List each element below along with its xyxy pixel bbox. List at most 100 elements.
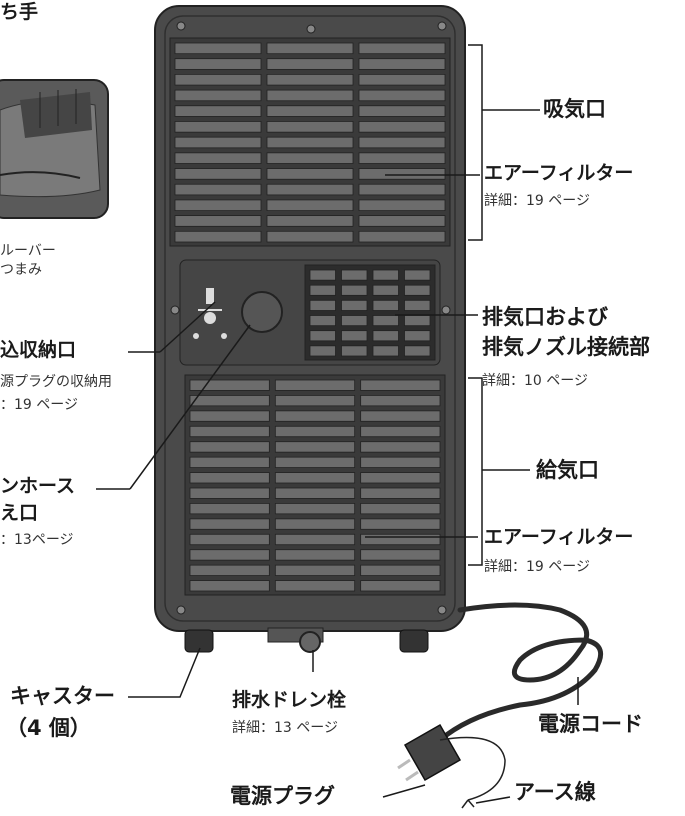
power-cord-label: 電源コード <box>538 712 643 736</box>
grille-slat <box>274 580 356 592</box>
grille-slat <box>360 487 441 499</box>
grille-slat <box>360 472 441 484</box>
grille-slat <box>174 121 262 133</box>
grille-slat <box>309 269 336 281</box>
grille-slat <box>358 183 446 196</box>
louver-knob-label-1: ルーバー <box>0 243 56 259</box>
exhaust-ref: 詳細：10 ページ <box>482 373 588 389</box>
grille-slat <box>266 168 354 180</box>
grille-slat <box>274 441 356 453</box>
grille-slat <box>174 230 262 243</box>
handle-label: ち手 <box>0 1 39 23</box>
grille-slat <box>274 472 356 484</box>
grille-slat <box>360 379 441 391</box>
plug-storage-icon <box>193 288 227 339</box>
middle-panel <box>179 259 441 366</box>
grille-slat <box>189 395 270 407</box>
grille-slat <box>358 215 446 227</box>
grille-slat <box>189 441 270 453</box>
grille-slat <box>274 379 356 391</box>
grille-slat <box>360 456 441 468</box>
grille-slat <box>274 487 356 499</box>
grille-slat <box>360 580 441 592</box>
drain-hose-label-1: ンホース <box>0 475 76 497</box>
ground-wire-label: アース線 <box>514 780 596 804</box>
grille-slat <box>341 284 368 296</box>
grille-slat <box>358 89 446 102</box>
grille-slat <box>266 89 354 102</box>
grille-slat <box>372 330 399 342</box>
grille-slat <box>358 105 446 117</box>
plug-storage-label: 込収納口 <box>0 339 77 361</box>
plug-storage-note: 源プラグの収納用 <box>0 374 112 390</box>
grille-slat <box>358 199 446 212</box>
grille-slat <box>189 564 270 576</box>
grille-slat <box>189 533 270 546</box>
grille-slat <box>174 199 262 212</box>
grille-slat <box>358 73 446 86</box>
grille-slat <box>341 315 368 327</box>
grille-slat <box>266 73 354 86</box>
callout-lines <box>96 44 579 804</box>
supply-grille-bottom <box>184 374 446 596</box>
grille-slat <box>358 58 446 70</box>
grille-slat <box>189 425 270 438</box>
louver-inset-photo <box>0 79 109 219</box>
grille-slat <box>174 136 262 149</box>
grille-slat <box>309 345 336 357</box>
grille-slat <box>372 299 399 311</box>
grille-slat <box>189 410 270 422</box>
drain-hose-outlet-cap <box>241 291 283 333</box>
grille-slat <box>266 136 354 149</box>
grille-slat <box>372 284 399 296</box>
casters-label-1: キャスター <box>10 684 115 708</box>
grille-slat <box>266 105 354 117</box>
grille-slat <box>274 503 356 515</box>
grille-slat <box>266 58 354 70</box>
grille-slat <box>404 345 431 357</box>
grille-slat <box>309 284 336 296</box>
power-cord <box>437 602 604 743</box>
grille-slat <box>360 564 441 576</box>
grille-slat <box>360 549 441 561</box>
grille-slat <box>274 395 356 407</box>
grille-slat <box>174 42 262 55</box>
exhaust-vent <box>304 264 436 361</box>
grille-slat <box>404 269 431 281</box>
grille-slat <box>189 580 270 592</box>
grille-slat <box>274 425 356 438</box>
air-filter-top-label: エアーフィルター <box>484 162 634 184</box>
grille-slat <box>404 330 431 342</box>
exhaust-label-2: 排気ノズル接続部 <box>482 335 650 359</box>
grille-slat <box>404 299 431 311</box>
grille-slat <box>341 345 368 357</box>
grille-slat <box>372 345 399 357</box>
grille-slat <box>360 395 441 407</box>
drain-plug <box>267 627 324 653</box>
grille-slat <box>274 410 356 422</box>
power-plug-label: 電源プラグ <box>230 784 335 808</box>
grille-slat <box>174 89 262 102</box>
grille-slat <box>341 330 368 342</box>
louver-knob-label-2: つまみ <box>0 262 42 278</box>
grille-slat <box>358 152 446 164</box>
grille-slat <box>404 284 431 296</box>
grille-slat <box>189 487 270 499</box>
intake-label: 吸気口 <box>543 97 606 121</box>
grille-slat <box>274 518 356 530</box>
grille-slat <box>174 215 262 227</box>
ground-wire <box>439 736 506 809</box>
grille-slat <box>360 533 441 546</box>
drain-hose-ref: ：13ページ <box>0 532 74 548</box>
air-filter-bottom-ref: 詳細：19 ページ <box>484 559 590 575</box>
grille-slat <box>360 518 441 530</box>
grille-slat <box>309 299 336 311</box>
grille-slat <box>266 215 354 227</box>
grille-slat <box>266 152 354 164</box>
grille-slat <box>358 230 446 243</box>
grille-slat <box>189 503 270 515</box>
grille-slat <box>189 456 270 468</box>
grille-slat <box>360 503 441 515</box>
drain-plug-label: 排水ドレン栓 <box>232 689 347 711</box>
